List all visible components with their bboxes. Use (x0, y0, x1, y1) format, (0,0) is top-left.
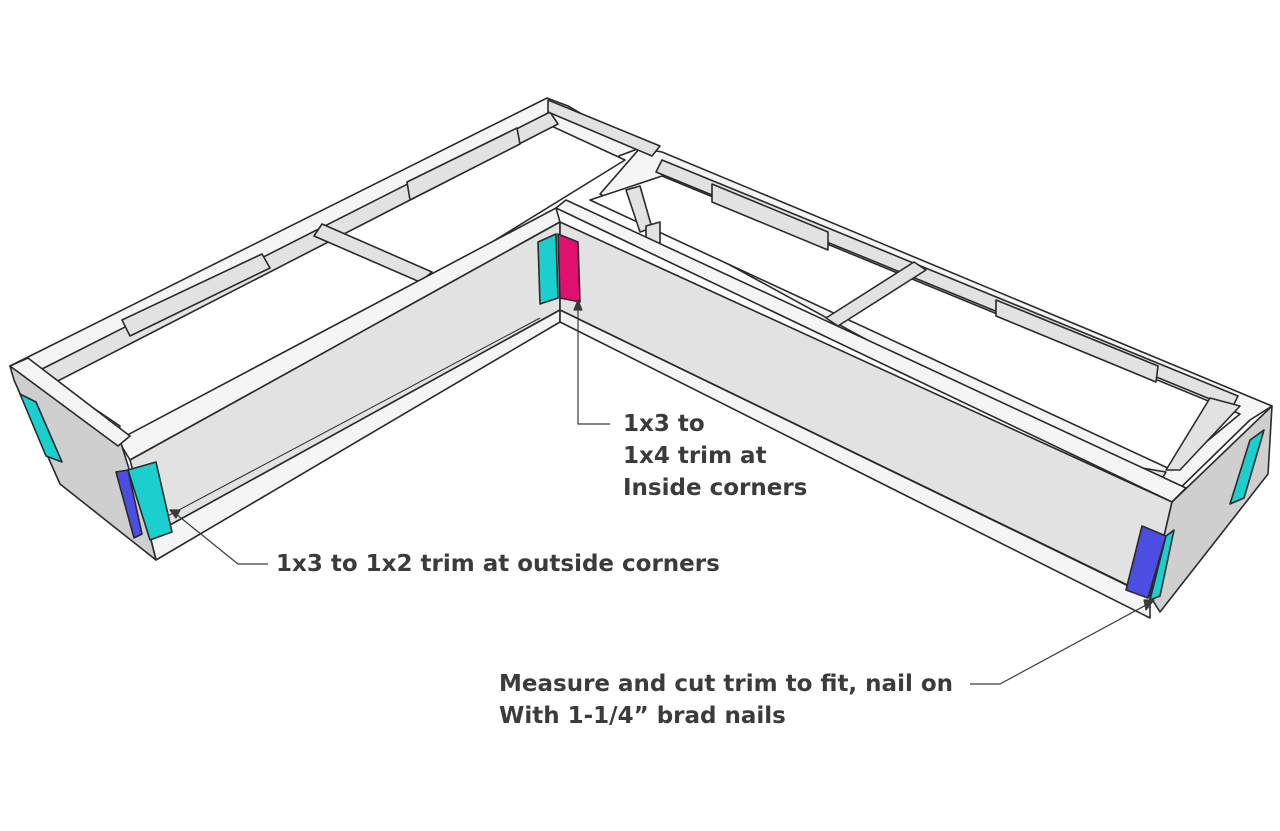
left-end-trim-cyan (19, 393, 63, 463)
leader-measure (970, 603, 1149, 685)
inside-corner-trim-magenta (557, 233, 581, 303)
right-end-trim-cyan (1229, 429, 1265, 505)
leader-inside-corners (577, 306, 610, 425)
left-end-face (9, 357, 157, 561)
right-cross-rail (825, 261, 927, 327)
outside-corners-label: 1x3 to 1x2 trim at outside corners (276, 551, 720, 577)
outside-corner-trim-cyan-left (127, 461, 173, 541)
left-arm-rails (35, 99, 661, 447)
measure-label: Measure and cut trim to fit, nail on Wit… (499, 668, 953, 732)
outside-corner-trim-blue-left (115, 469, 143, 539)
inside-corners-label-line-2: 1x4 trim at (623, 443, 767, 469)
outside-corner-trim-cyan-right (1149, 529, 1175, 601)
right-block-1 (711, 183, 829, 251)
right-end-cap (1165, 397, 1241, 471)
measure-label-line-2: With 1-1/4” brad nails (499, 703, 786, 729)
inside-corners-label-line-1: 1x3 to (623, 411, 705, 437)
inside-corner-trim-cyan (537, 233, 559, 305)
left-end-top-board (9, 357, 131, 447)
inside-corners-label-line-3: Inside corners (623, 475, 808, 501)
left-block-1 (121, 253, 271, 337)
outside-corner-trim-blue-right (1125, 525, 1167, 599)
arrow-inside-corners (573, 299, 583, 311)
leader-lines (169, 299, 1155, 685)
arrow-measure (1143, 599, 1155, 611)
right-block-2 (995, 299, 1159, 383)
inside-corners-label: 1x3 to 1x4 trim at Inside corners (623, 408, 807, 504)
left-block-2 (406, 127, 521, 201)
arrow-outside-corners (169, 509, 181, 519)
left-back-rail-upper (547, 99, 661, 157)
right-arm-rails (625, 159, 1241, 483)
right-front-kick (559, 309, 1151, 619)
trim-pieces (19, 233, 1265, 601)
right-front-face (555, 199, 1187, 619)
right-panel-groove (579, 319, 1137, 591)
leader-outside-corners (175, 513, 268, 565)
measure-label-line-1: Measure and cut trim to fit, nail on (499, 671, 954, 697)
left-panel-groove (159, 317, 541, 521)
